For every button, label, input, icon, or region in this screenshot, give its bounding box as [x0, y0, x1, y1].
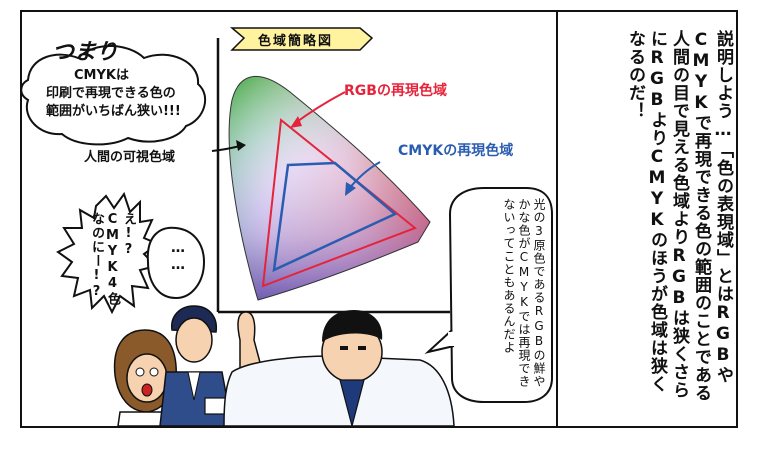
diagram-title: 色域簡略図	[258, 34, 334, 49]
shock-bubble-text: え!?CMYK4色なのにー!?	[89, 212, 136, 306]
character-manager	[223, 310, 455, 429]
cmyk-gamut-label: CMYKの再現色域	[398, 143, 514, 159]
explain-bubble-text: 光の3原色であるRGBの鮮やかな色がCMYKでは再現できないってこともあるんだよ	[502, 198, 546, 388]
visible-gamut-outline	[228, 76, 431, 301]
ellipsis-bubble-text: ……	[170, 240, 186, 274]
explain-bubble-tail	[424, 329, 455, 354]
human-arrow-head	[236, 140, 246, 151]
rgb-gamut-label: RGBの再現色域	[344, 83, 447, 99]
panel-divider	[556, 10, 558, 428]
explain-bubble-shape	[448, 187, 553, 403]
cmyk-gamut-polygon	[272, 161, 398, 273]
summary-bubble-shape	[20, 44, 207, 146]
comic-panel-frame	[20, 10, 738, 428]
diagram-title-banner	[229, 27, 374, 51]
summary-bubble-line3: 範囲がいちばん狭い!!!	[46, 104, 181, 119]
summary-bubble-line2: 印刷で再現できる色の	[46, 86, 176, 101]
shock-bubble-shape	[56, 191, 161, 315]
diagram-axes	[216, 38, 450, 314]
visible-gamut-shape	[229, 76, 430, 300]
summary-bubble-line1: CMYKは	[74, 68, 129, 83]
human-gamut-label: 人間の可視色域	[84, 150, 176, 165]
narration-text: 説明しよう…「色の表現域」とはRGBやCMYKで再現できる色の範囲のことである人…	[625, 30, 733, 402]
summary-bubble-title: つまり	[52, 40, 119, 65]
ellipsis-bubble-shape	[146, 226, 206, 300]
cmyk-arrow-head	[345, 182, 356, 196]
rgb-arrow-head	[290, 116, 302, 128]
